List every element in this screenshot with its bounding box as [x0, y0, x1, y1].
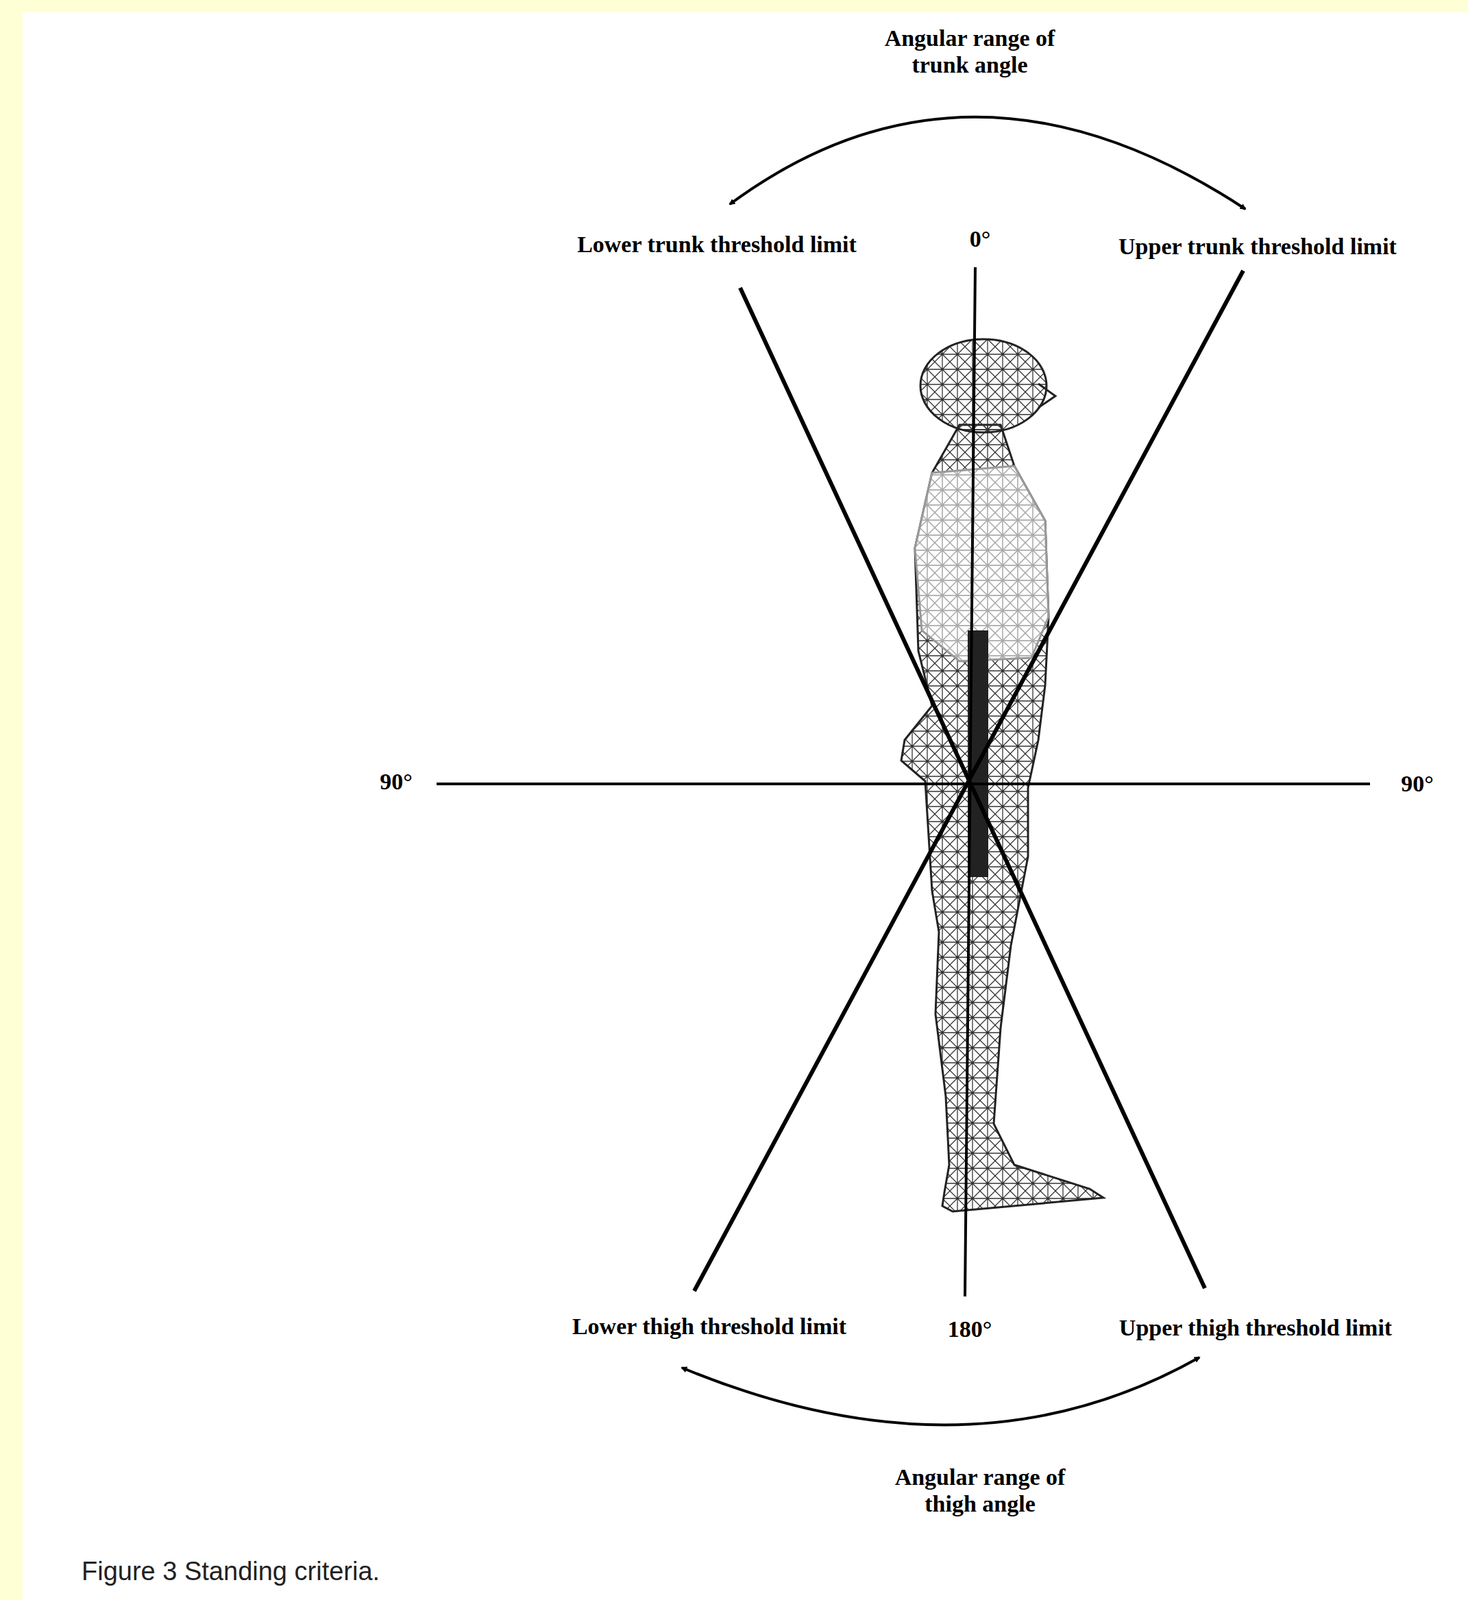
axis-label: Upper trunk threshold limit: [1118, 233, 1397, 260]
horizontal-axis: [436, 782, 1370, 786]
range-arc: [681, 1357, 1200, 1425]
angle-axes: [436, 117, 1370, 1426]
nose: [1038, 383, 1056, 408]
range-arc: [729, 117, 1246, 210]
range-label: Angular range of trunk angle: [866, 24, 1073, 79]
axis-label: 90°: [379, 768, 413, 795]
axis-label: Lower thigh threshold limit: [572, 1313, 847, 1340]
threshold-line: [740, 287, 1205, 1289]
axis-label: Upper thigh threshold limit: [1119, 1314, 1392, 1342]
figure-caption: Figure 3 Standing criteria.: [81, 1557, 380, 1587]
head: [920, 339, 1047, 433]
axis-label: 180°: [947, 1315, 993, 1343]
wireframe-human: [901, 339, 1104, 1212]
range-label: Angular range of thigh angle: [877, 1463, 1083, 1518]
axis-label: 0°: [969, 225, 992, 253]
body-outline: [901, 424, 1104, 1212]
threshold-line: [694, 270, 1244, 1292]
axis-label: 90°: [1400, 770, 1434, 798]
axis-label: Lower trunk threshold limit: [577, 230, 857, 258]
